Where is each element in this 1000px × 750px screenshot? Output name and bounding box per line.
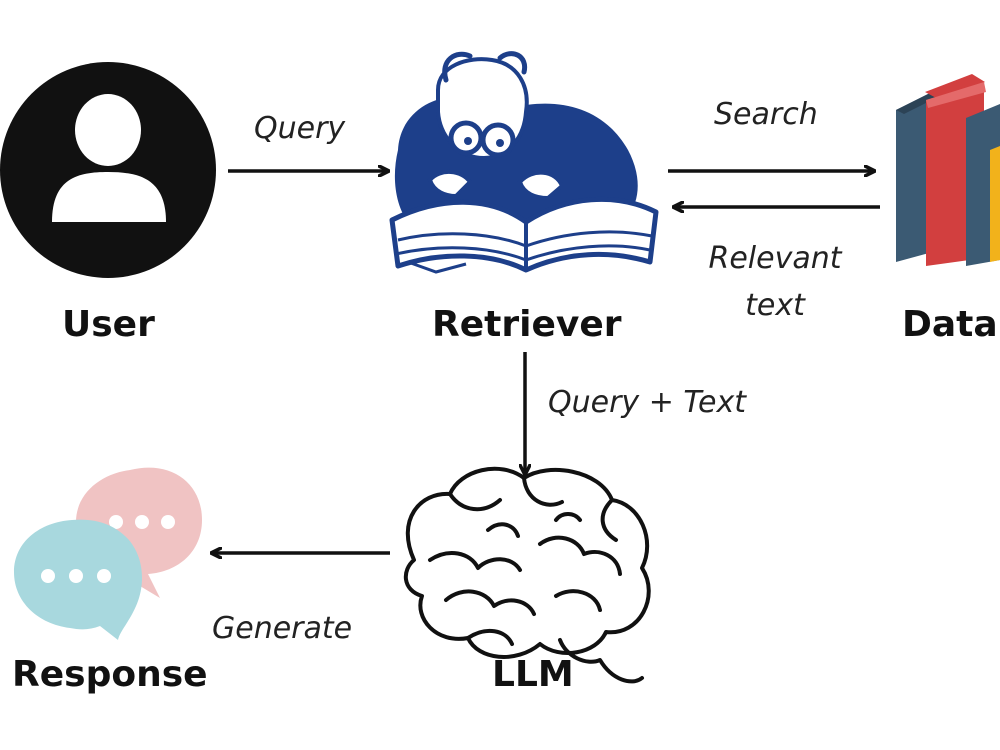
brain-icon [403, 466, 651, 684]
edge-label-relevant-text: Relevant text [696, 236, 854, 329]
chat-bubbles-icon [14, 467, 202, 640]
node-label-retriever: Retriever [432, 304, 622, 345]
node-label-data: Data [902, 304, 998, 345]
edge-label-text: text [745, 287, 805, 323]
node-label-llm: LLM [492, 654, 574, 695]
edge-label-search: Search [714, 97, 818, 132]
user-avatar-icon [0, 62, 216, 278]
reading-professor-icon [389, 51, 659, 274]
edge-label-query: Query [254, 111, 346, 146]
node-label-response: Response [12, 654, 208, 695]
edge-label-relevant: Relevant [708, 241, 842, 276]
edge-label-generate: Generate [212, 611, 353, 646]
node-label-user: User [62, 304, 155, 345]
edge-label-query-text: Query + Text [548, 385, 746, 420]
books-icon [896, 74, 1000, 266]
